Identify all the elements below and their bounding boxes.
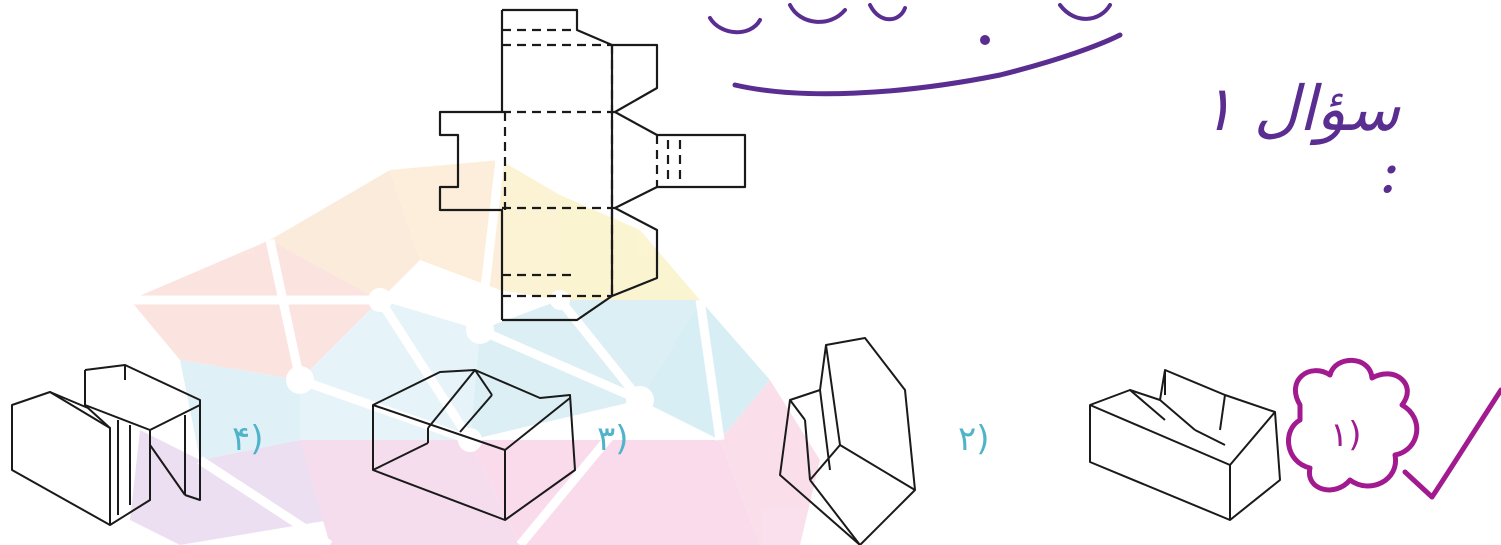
net-pattern [438,8,747,322]
option-1-shape[interactable] [1089,369,1281,521]
option-4-shape[interactable] [11,364,201,526]
option-2-shape[interactable] [779,337,916,545]
checkmark-icon [1402,387,1501,500]
question-label: سؤال ۱ : [1200,72,1400,207]
watermark-logo [130,159,820,545]
option-3-label[interactable]: (۳ [597,419,629,459]
option-2-label[interactable]: (۲ [958,419,990,459]
heading-underline [732,32,1123,97]
option-3-shape[interactable] [372,369,576,521]
handwritten-heading [708,3,1112,45]
option-4-label[interactable]: (۴ [232,419,264,459]
option-1-label[interactable]: (۱ [1330,415,1362,455]
cloud-circle-icon [1286,357,1420,493]
